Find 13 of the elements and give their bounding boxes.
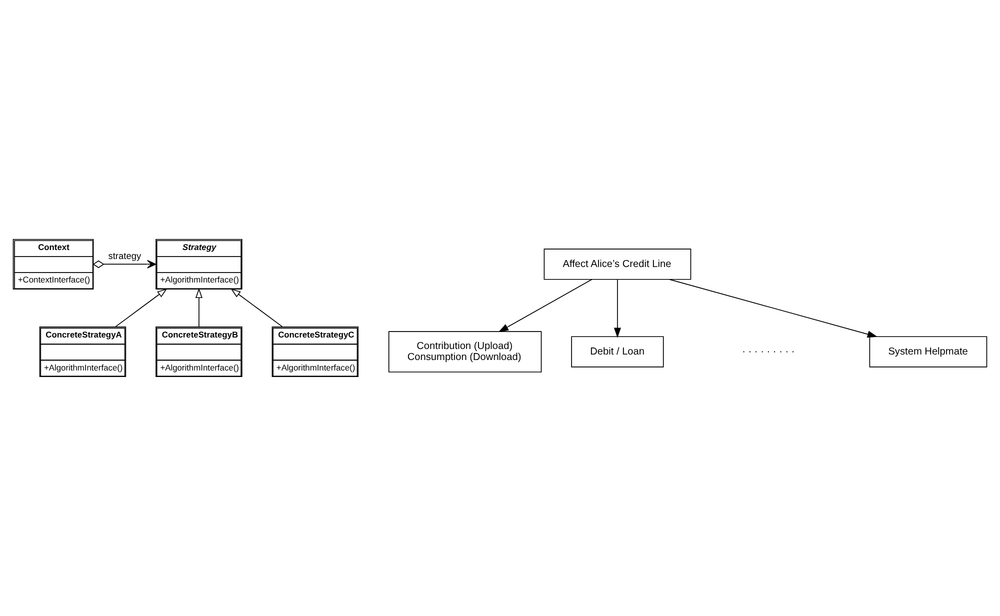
arrow [669,279,878,338]
arrow [498,279,592,332]
arrow [614,279,622,338]
node-box: Affect Alice’s Credit Line [544,248,692,280]
arrow [92,260,156,268]
arrow [115,288,168,328]
arrow [230,288,283,328]
edge-label: strategy [108,250,142,261]
label: · · · · · · · · · [742,346,795,358]
arrow [195,288,202,328]
node-box: Contribution (Upload) Consumption (Download) [388,331,542,372]
node-box: System Helpmate [869,336,988,368]
node-box: Debit / Loan [571,336,664,368]
